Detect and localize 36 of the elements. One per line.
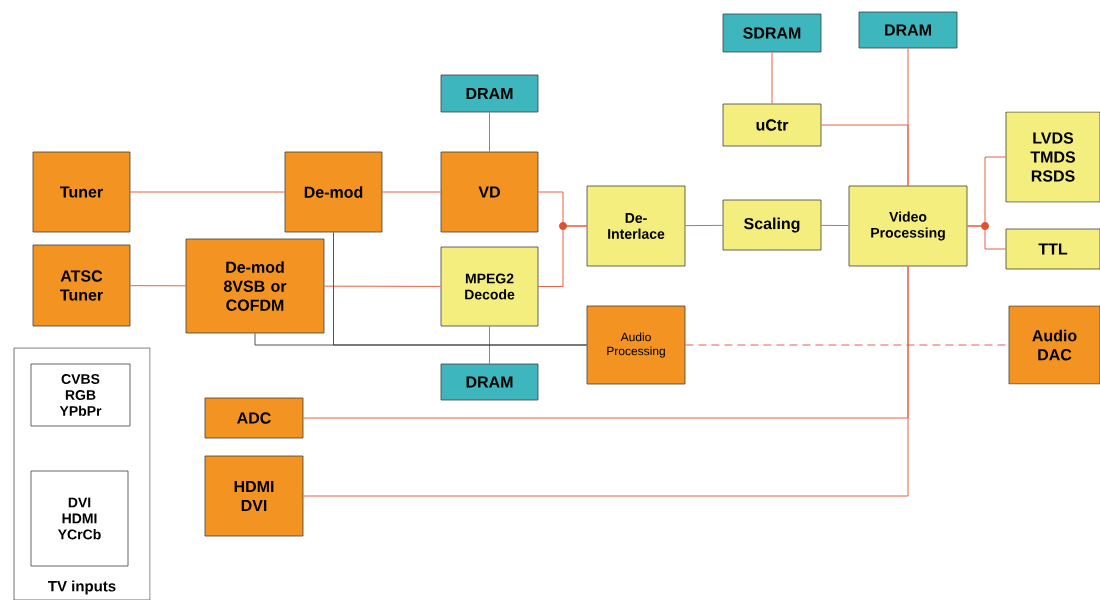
connector-line: [381, 191, 442, 193]
connector-line: [129, 285, 187, 287]
block-box: DRAM: [440, 74, 539, 113]
connector-line: [966, 225, 1007, 250]
block-box: uCtr: [722, 103, 822, 147]
block-box: LVDS TMDS RSDS: [1005, 111, 1100, 203]
block-box: ATSC Tuner: [32, 244, 131, 327]
block-box: DRAM: [440, 363, 539, 401]
block-box: Video Processing: [848, 185, 968, 267]
connector-line: [489, 325, 490, 365]
connector-line: [302, 265, 909, 497]
connector-line: [907, 47, 909, 187]
block-box: Audio DAC: [1008, 305, 1100, 385]
block-box: De-mod 8VSB or COFDM: [185, 238, 325, 334]
block-box: De-mod: [284, 151, 383, 233]
block-box: De-Interlace: [586, 185, 686, 267]
block-box: SDRAM: [722, 13, 822, 53]
connector-line: [323, 285, 442, 287]
connector-line: [771, 51, 773, 105]
input-box: CVBS RGB YPbPr: [30, 363, 131, 427]
block-box: VD: [440, 151, 539, 233]
connector-line: [489, 111, 490, 153]
block-box: HDMI DVI: [204, 455, 304, 537]
block-box: TTL: [1005, 228, 1100, 270]
input-box: DVI HDMI YCrCb: [30, 470, 129, 567]
block-box: ADC: [204, 397, 304, 439]
connector-line: [820, 224, 850, 226]
block-box: DRAM: [858, 11, 958, 49]
connector-line: [129, 191, 286, 193]
block-box: Scaling: [722, 199, 822, 251]
block-box: MPEG2 Decode: [440, 246, 539, 327]
connector-line: [684, 224, 724, 227]
block-box: Tuner: [32, 151, 131, 233]
connector-line: [254, 332, 588, 346]
block-box: Audio Processing: [586, 305, 686, 385]
connector-line: [537, 225, 588, 287]
